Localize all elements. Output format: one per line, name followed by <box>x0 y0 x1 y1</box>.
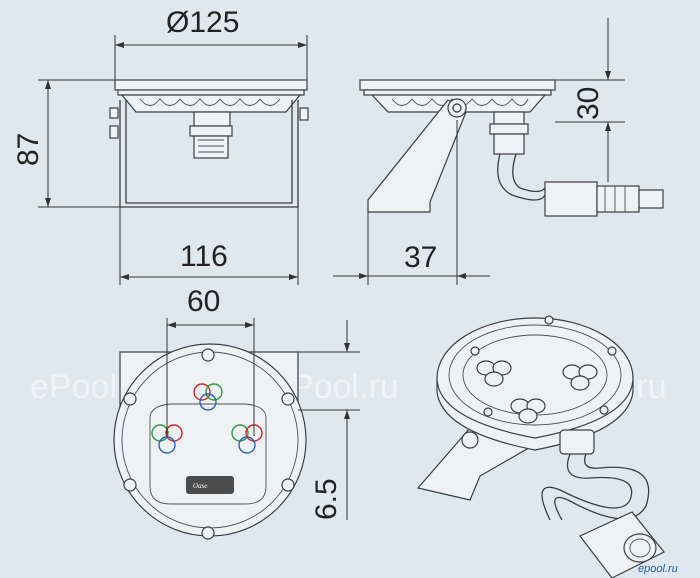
height-dimension: 87 <box>12 79 120 208</box>
depth-label: 30 <box>572 87 605 120</box>
bottom-offset-dimension: 6.5 <box>298 320 360 520</box>
offset-label: 37 <box>404 241 437 274</box>
width-dimension: 116 <box>119 207 299 285</box>
perspective-led-right <box>562 364 598 391</box>
led-cluster-top <box>193 383 223 411</box>
diameter-dimension: Ø125 <box>114 6 308 80</box>
offset-dimension: 37 <box>333 120 490 285</box>
front-view <box>109 79 309 208</box>
bottom-view: Oase <box>113 343 307 540</box>
corner-logo: epool.ru <box>638 563 678 575</box>
led-spacing-dimension: 60 <box>166 285 255 436</box>
led-spacing-label: 60 <box>187 285 220 318</box>
height-label: 87 <box>12 133 45 166</box>
bottom-offset-label: 6.5 <box>310 478 343 520</box>
device-badge <box>186 476 234 494</box>
device-badge-label: Oase <box>193 482 207 490</box>
diameter-label: Ø125 <box>166 6 239 39</box>
width-label: 116 <box>180 240 228 273</box>
perspective-led-left <box>476 360 512 387</box>
led-cluster-left <box>151 424 183 454</box>
depth-dimension: 30 <box>555 18 625 182</box>
side-view <box>359 79 664 217</box>
perspective-led-bottom <box>510 398 546 424</box>
perspective-view <box>416 315 665 578</box>
